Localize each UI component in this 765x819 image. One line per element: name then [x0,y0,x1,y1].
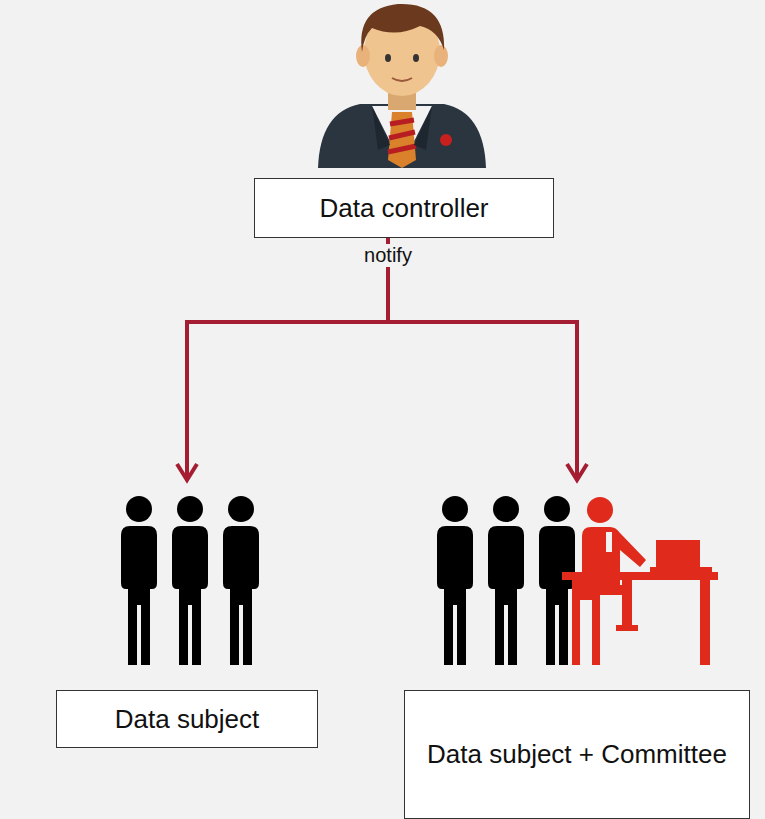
edge-note: notify [360,244,416,267]
node-box: Data controller [254,178,554,238]
node-label: Data controller [319,192,488,225]
people-group [437,496,575,665]
node-box: Data subject [56,690,318,748]
connector [388,238,587,480]
people-group [121,496,259,665]
node-label: Data subject [115,703,260,736]
node-label: Data subject + Committee [427,738,727,771]
committee-icon [562,497,718,665]
controller-avatar [318,4,486,168]
connector [177,238,388,480]
node-box: Data subject + Committee [404,690,750,819]
